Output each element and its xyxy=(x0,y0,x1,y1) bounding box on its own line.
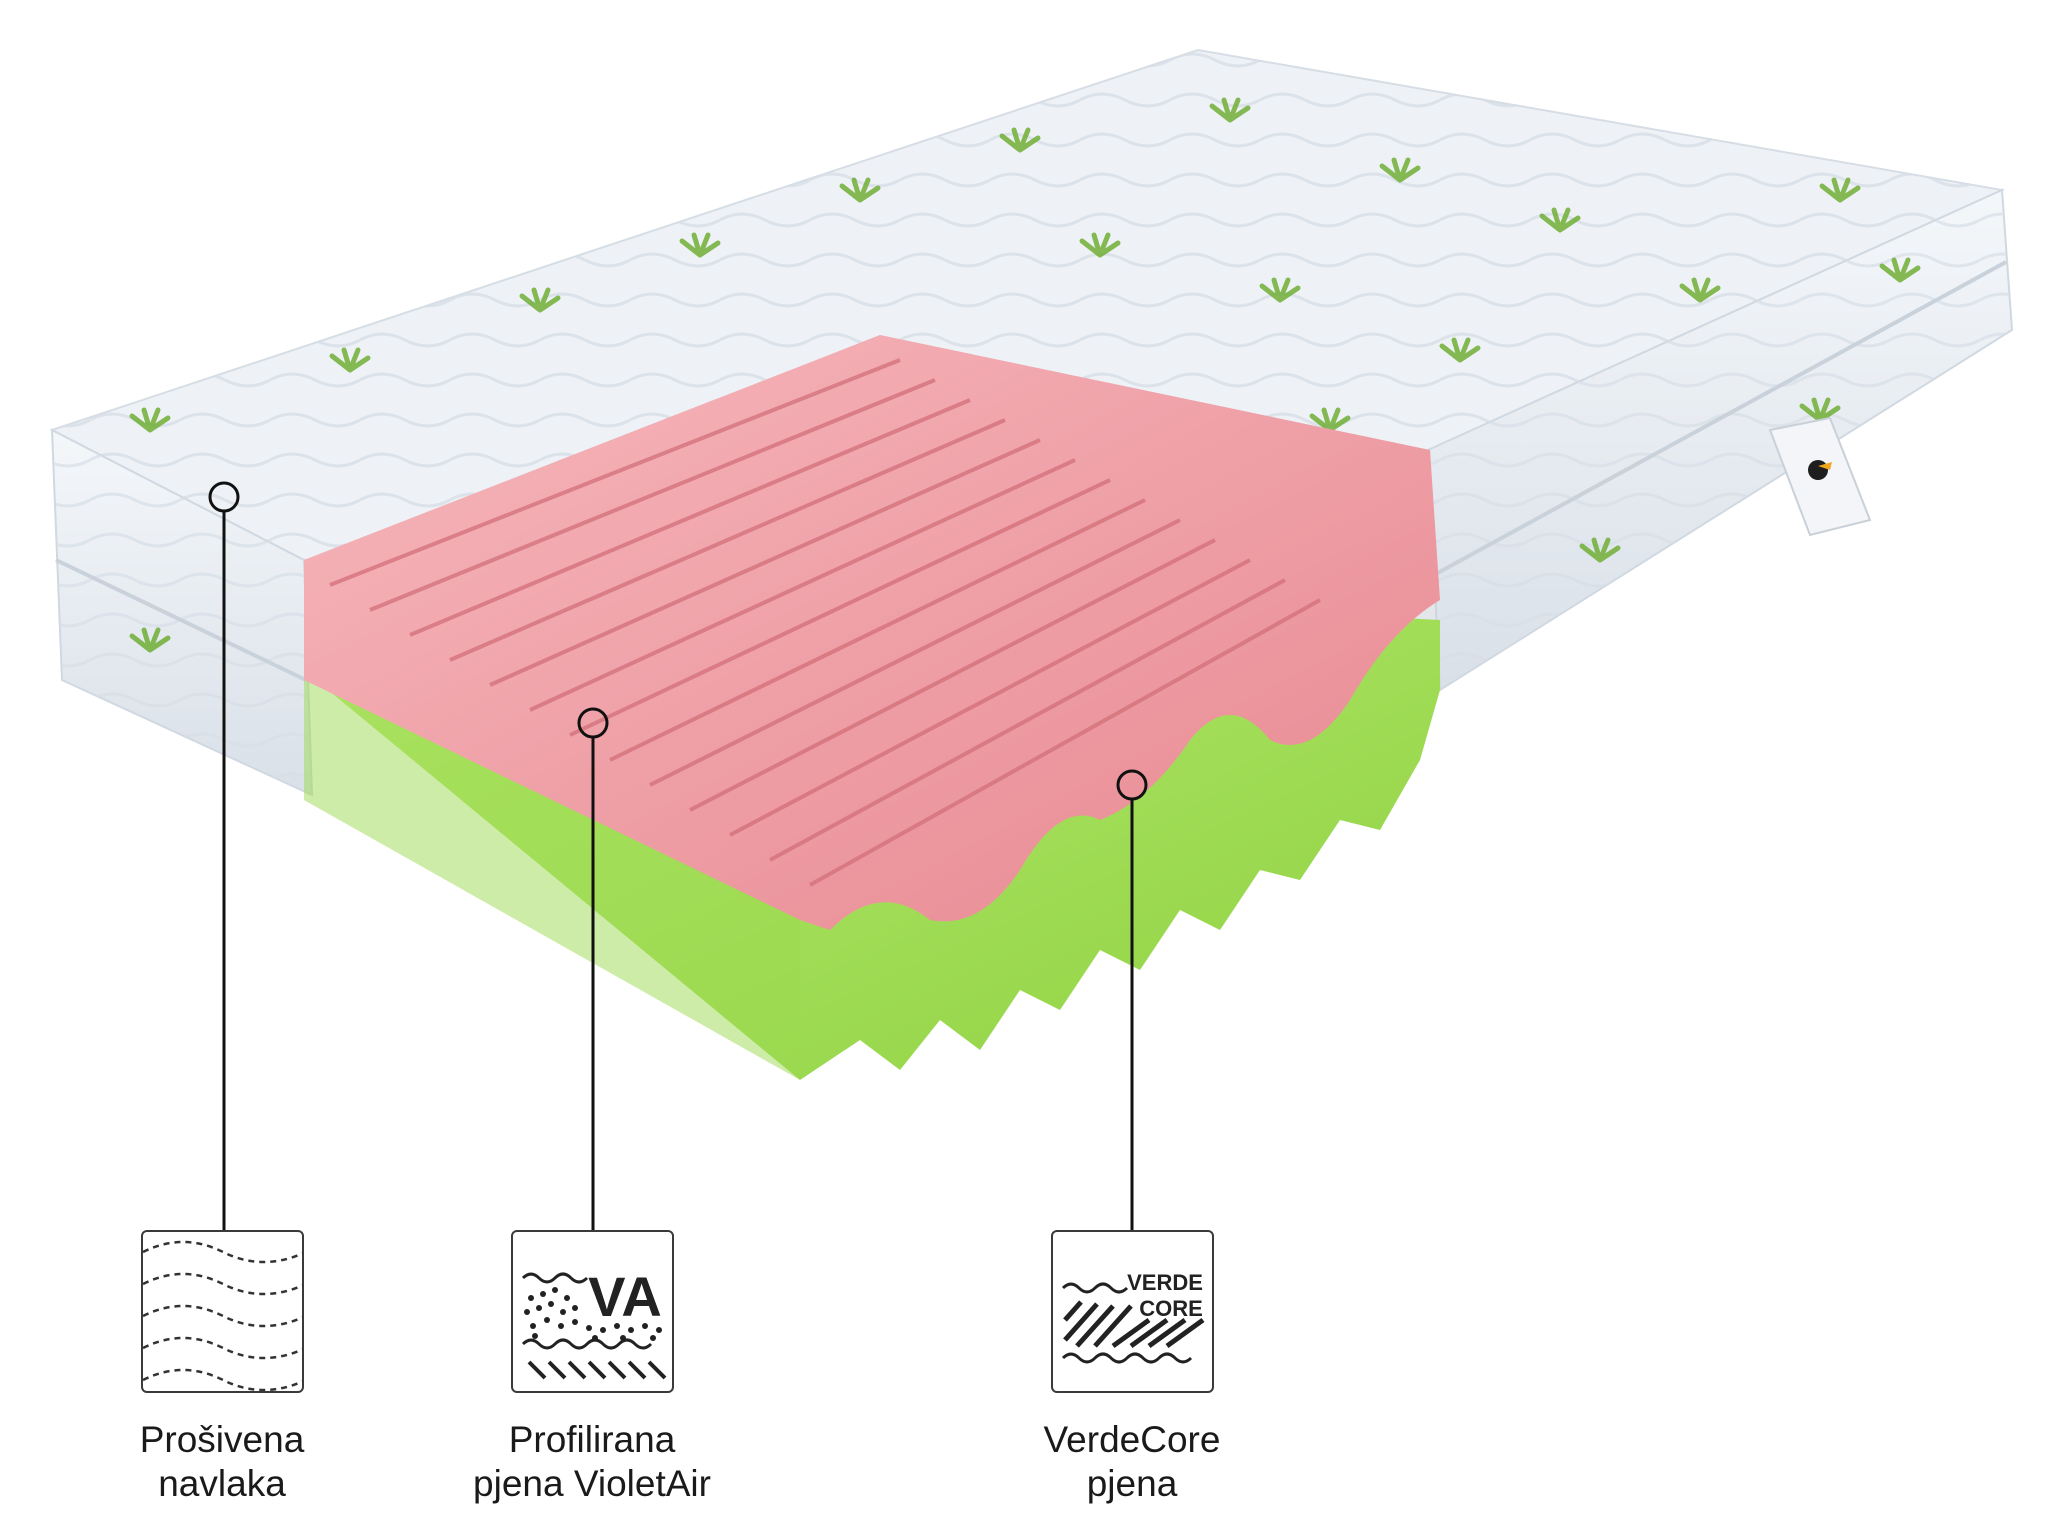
cover-label-line1: Prošivena xyxy=(139,1419,305,1460)
leaf-print-pattern xyxy=(129,97,1921,653)
callout-lines xyxy=(208,481,1148,1230)
violetair-icon-text: VA xyxy=(588,1265,662,1328)
brand-tag xyxy=(1768,416,1872,537)
violetair-label-line1: Profilirana xyxy=(508,1419,676,1460)
verdecore-label: VerdeCore pjena xyxy=(962,1418,1302,1506)
verdecore-label-line2: pjena xyxy=(1086,1463,1178,1504)
violetair-profile-ribs xyxy=(329,358,1321,887)
verdecore-icon-text-2: CORE xyxy=(1139,1296,1203,1321)
verdecore-label-line1: VerdeCore xyxy=(1043,1419,1221,1460)
toucan-logo-icon xyxy=(1808,460,1828,480)
cover-label-line2: navlaka xyxy=(158,1463,286,1504)
verdecore-icon-text-1: VERDE xyxy=(1127,1270,1203,1295)
quilted-cover-icon xyxy=(141,1230,304,1393)
violetair-foam-icon: VA xyxy=(511,1230,674,1393)
verdecore-foam-icon: VERDE CORE xyxy=(1051,1230,1214,1393)
violetair-label: Profilirana pjena VioletAir xyxy=(422,1418,762,1506)
violetair-label-line2: pjena VioletAir xyxy=(473,1463,711,1504)
cover-label: Prošivena navlaka xyxy=(52,1418,392,1506)
